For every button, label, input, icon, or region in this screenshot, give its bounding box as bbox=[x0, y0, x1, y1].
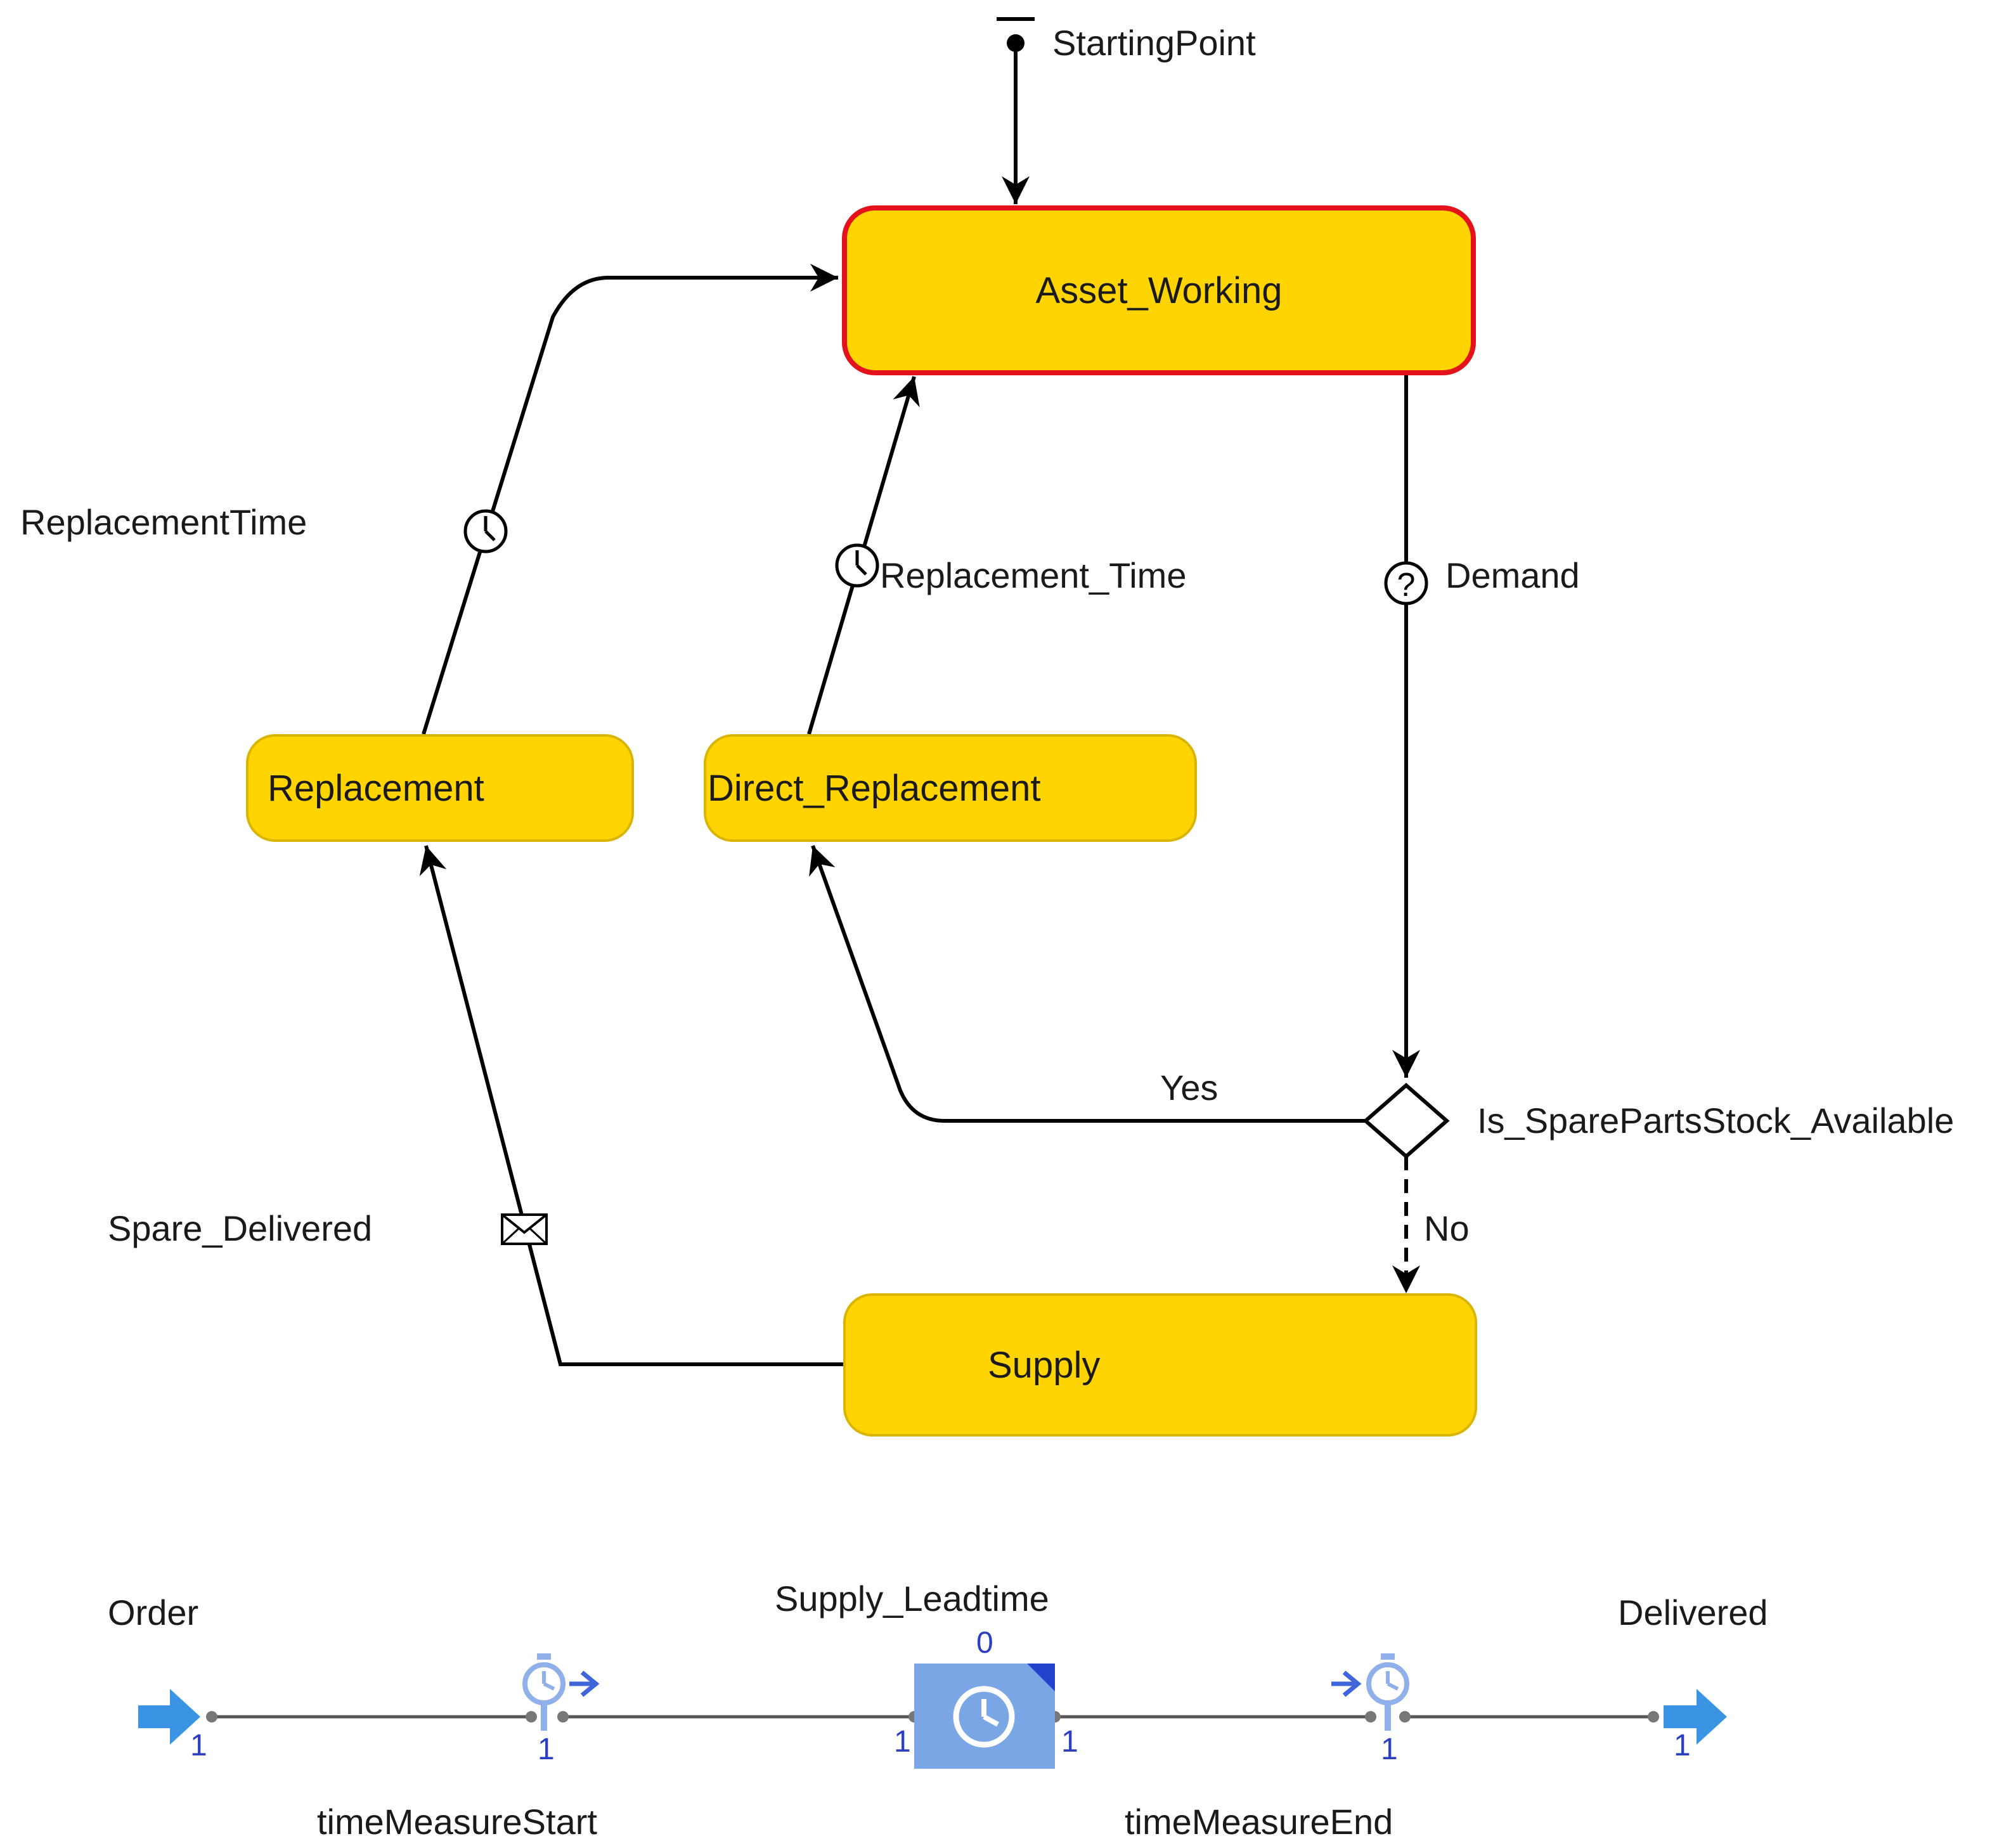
source-arrow-icon[interactable] bbox=[138, 1689, 200, 1745]
timeout-clock-icon bbox=[835, 543, 879, 588]
transition-label-demand: Demand bbox=[1445, 555, 1580, 595]
transition-spare-delivered[interactable] bbox=[419, 845, 843, 1366]
timeout-clock-icon bbox=[463, 509, 508, 553]
stopwatch-start-icon[interactable] bbox=[522, 1653, 600, 1731]
state-label: Supply bbox=[988, 1344, 1101, 1386]
delay-port-out-count: 1 bbox=[1061, 1725, 1078, 1759]
time-measure-end-port-count: 1 bbox=[1381, 1733, 1398, 1766]
sink-label: Delivered bbox=[1618, 1593, 1768, 1632]
sink-port-count: 1 bbox=[1674, 1729, 1691, 1762]
condition-question-icon: ? bbox=[1384, 561, 1428, 605]
source-label: Order bbox=[108, 1593, 199, 1632]
transition-label-replacement-time-direct: Replacement_Time bbox=[880, 555, 1187, 595]
start-point-label: StartingPoint bbox=[1052, 23, 1256, 63]
time-measure-end-label: timeMeasureEnd bbox=[1125, 1802, 1393, 1842]
time-measure-start-port-count: 1 bbox=[538, 1733, 555, 1766]
state-supply[interactable]: Supply bbox=[843, 1293, 1477, 1437]
transition-replacement-time[interactable] bbox=[422, 264, 838, 735]
state-label: Replacement bbox=[268, 767, 484, 809]
state-label: Asset_Working bbox=[1035, 269, 1283, 311]
time-measure-start-label: timeMeasureStart bbox=[317, 1802, 597, 1842]
svg-text:?: ? bbox=[1397, 567, 1416, 604]
branch-yes-label: Yes bbox=[1160, 1068, 1219, 1108]
transition-label-replacement-time: ReplacementTime bbox=[20, 502, 307, 542]
branch-label: Is_SparePartsStock_Available bbox=[1477, 1101, 1955, 1140]
state-asset-working[interactable]: Asset_Working bbox=[842, 205, 1476, 375]
transition-yes[interactable] bbox=[809, 844, 1366, 1123]
sink-arrow-icon[interactable] bbox=[1664, 1689, 1727, 1745]
transition-label-spare-delivered: Spare_Delivered bbox=[108, 1208, 373, 1248]
branch-diamond-icon[interactable] bbox=[1362, 1083, 1450, 1159]
delay-port-in-count: 1 bbox=[894, 1725, 911, 1759]
state-replacement[interactable]: Replacement bbox=[246, 734, 634, 842]
branch-no-label: No bbox=[1424, 1208, 1470, 1248]
message-envelope-icon bbox=[501, 1213, 548, 1245]
delay-count: 0 bbox=[976, 1626, 993, 1660]
delay-label: Supply_Leadtime bbox=[775, 1579, 1049, 1619]
state-label: Direct_Replacement bbox=[708, 767, 1041, 809]
delay-clock-icon[interactable] bbox=[914, 1664, 1055, 1769]
state-direct-replacement[interactable]: Direct_Replacement bbox=[704, 734, 1197, 842]
stopwatch-end-icon[interactable] bbox=[1331, 1653, 1409, 1731]
source-port-count: 1 bbox=[190, 1729, 207, 1762]
